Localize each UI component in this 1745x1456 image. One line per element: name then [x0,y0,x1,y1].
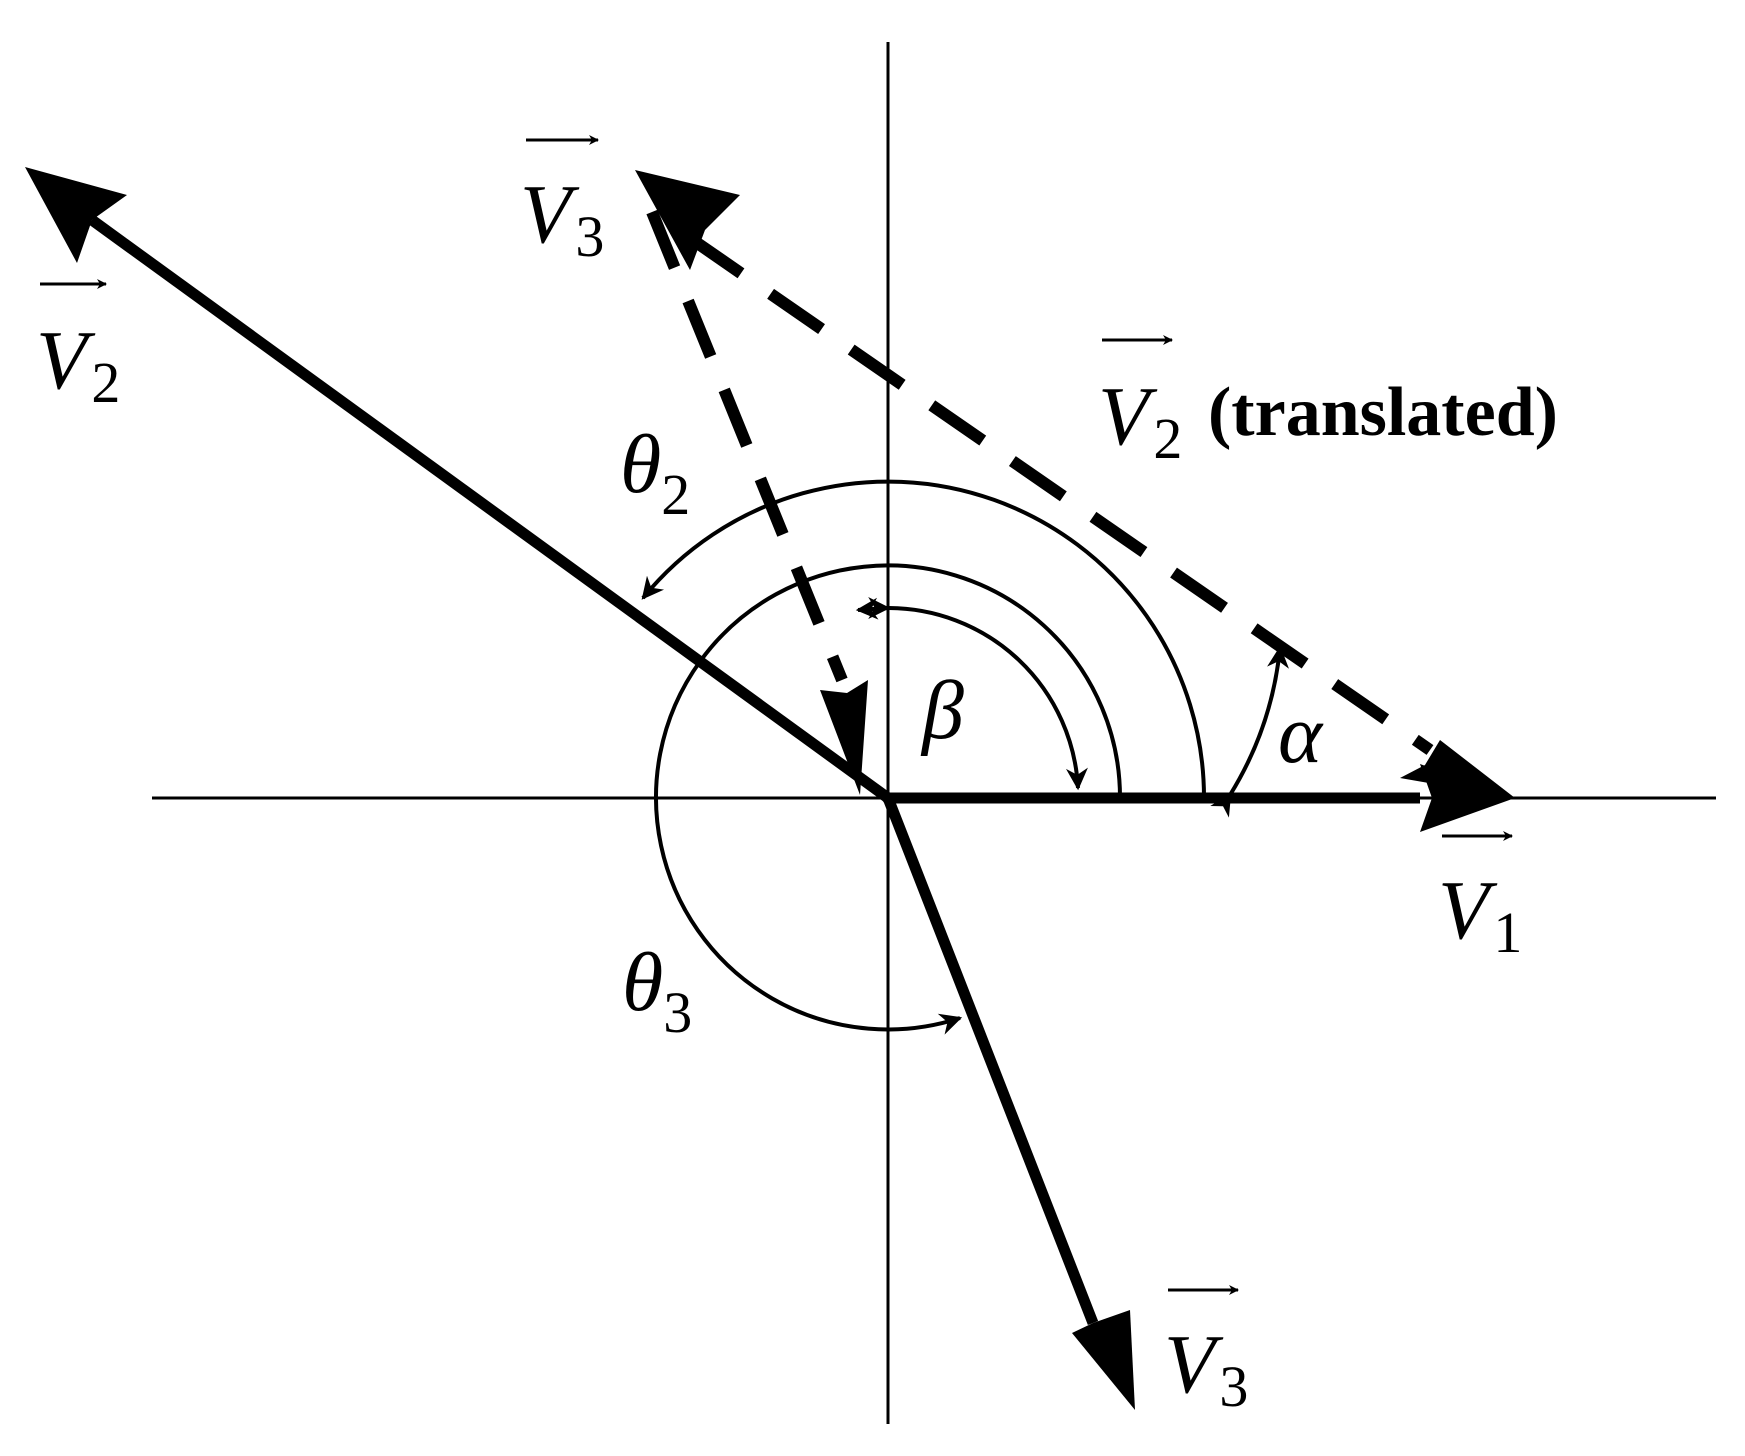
label-v2-symbol: V [36,314,96,407]
label-v2: V2 [36,279,120,415]
vector-v3-translated [646,209,868,795]
beta-arc [868,597,1088,791]
label-v2-translated: V2 (translated) [1098,335,1558,471]
label-beta: β [920,664,964,757]
label-theta3-symbol: θ [622,936,663,1029]
label-theta2-subscript: 2 [661,462,690,527]
svg-text:V2: V2 [36,314,120,415]
beta-arc-leader [855,597,889,620]
label-v1: V1 [1438,831,1522,965]
label-v3-translated-subscript: 3 [575,204,604,269]
svg-text:V2: V2 [1098,370,1182,471]
label-v2-translated-subscript: 2 [1153,406,1182,471]
label-v3-subscript: 3 [1219,1354,1248,1419]
label-v3: V3 [1164,1285,1248,1419]
label-theta2-symbol: θ [620,418,661,511]
label-v2-translated-symbol: V [1098,370,1158,463]
svg-text:V3: V3 [1164,1318,1248,1419]
label-v3-symbol: V [1164,1318,1224,1411]
theta2-arc [641,479,1207,799]
label-v1-subscript: 1 [1493,900,1522,965]
label-v2-subscript: 2 [91,350,120,415]
svg-text:V3: V3 [520,168,604,269]
label-theta3: θ3 [622,936,692,1045]
label-v2-translated-note: (translated) [1208,374,1558,451]
label-theta3-subscript: 3 [663,980,692,1045]
vector-v2 [25,167,892,803]
vector-v2-translated [635,170,1515,798]
label-alpha: α [1278,688,1324,781]
alpha-arc [1210,645,1289,818]
label-v1-symbol: V [1438,864,1498,957]
svg-text:V1: V1 [1438,864,1522,965]
label-theta2: θ2 [620,418,690,527]
vector-v3 [882,795,1135,1410]
label-v3-translated: V3 [520,135,604,269]
label-v3-translated-symbol: V [520,168,580,261]
origin-dot [882,792,894,804]
